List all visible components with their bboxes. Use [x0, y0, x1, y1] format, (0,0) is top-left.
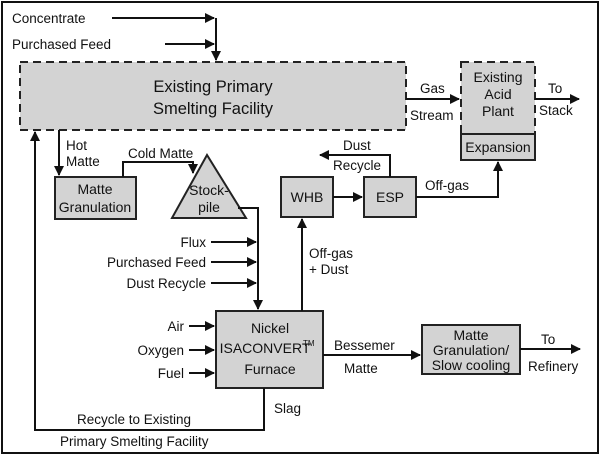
acid-plant-label-3: Plant [482, 103, 514, 119]
gas-stream-label-2: Stream [410, 108, 454, 123]
acid-plant-label-1: Existing [473, 69, 522, 85]
off-gas-dust-label-1: Off-gas [309, 246, 353, 261]
slow-cooling-box [421, 324, 521, 375]
to-stack-label-2: Stack [539, 103, 573, 118]
slow-cooling-label-3: Slow cooling [432, 357, 511, 373]
hot-matte-label-2: Matte [66, 154, 100, 169]
cold-matte-arrow [122, 161, 198, 177]
to-refinery-label-2: Refinery [528, 359, 579, 374]
off-gas-label: Off-gas [425, 178, 469, 193]
recycle-label-1: Recycle to Existing [77, 412, 191, 427]
dust-recycle-label-1: Dust [343, 138, 371, 153]
concentrate-label: Concentrate [12, 11, 86, 26]
dust-recycle-in-label: Dust Recycle [126, 276, 206, 291]
bessemer-matte-label-1: Bessemer [334, 338, 395, 353]
primary-smelting-label-1: Existing Primary [153, 78, 273, 96]
slow-cooling-label-1: Matte [453, 327, 488, 343]
primary-smelting-box [19, 61, 407, 131]
oxygen-label: Oxygen [137, 343, 184, 358]
matte-granulation-box [54, 176, 137, 220]
primary-smelting-label-2: Smelting Facility [153, 100, 274, 118]
expansion-box [460, 133, 536, 161]
matte-granulation-label-1: Matte [77, 181, 112, 197]
air-label: Air [168, 319, 185, 334]
acid-plant-label-2: Acid [484, 86, 511, 102]
purchased-feed-furnace-label: Purchased Feed [107, 255, 206, 270]
stockpile-triangle [170, 153, 248, 219]
isaconvert-furnace-box [215, 310, 324, 389]
recycle-label-2: Primary Smelting Facility [60, 434, 209, 449]
cold-matte-label: Cold Matte [128, 146, 193, 161]
purchased-feed-top-label: Purchased Feed [12, 37, 111, 52]
whb-label: WHB [291, 189, 324, 205]
esp-box [363, 176, 417, 218]
furnace-label-2: ISACONVERT [220, 340, 311, 356]
dust-recycle-arrow [319, 150, 391, 177]
stockpile-label-2: pile [198, 199, 220, 215]
stockpile-to-furnace-arrow [238, 207, 263, 310]
esp-label: ESP [376, 189, 404, 205]
stockpile-label-1: Stock- [189, 182, 229, 198]
whb-box [280, 176, 334, 218]
dust-recycle-label-2: Recycle [333, 158, 381, 173]
matte-granulation-label-2: Granulation [59, 199, 131, 215]
hot-matte-label-1: Hot [66, 138, 87, 153]
expansion-label: Expansion [465, 139, 530, 155]
furnace-label-3: Furnace [244, 361, 296, 377]
slag-label: Slag [274, 401, 301, 416]
esp-off-gas-arrow [416, 161, 503, 198]
gas-stream-label-1: Gas [420, 81, 445, 96]
furnace-tm-mark: TM [303, 339, 315, 348]
to-refinery-label-1: To [541, 332, 555, 347]
to-stack-label-1: To [548, 81, 562, 96]
off-gas-dust-label-2: + Dust [309, 262, 349, 277]
fuel-label: Fuel [158, 366, 184, 381]
slow-cooling-label-2: Granulation/ [433, 342, 509, 358]
slag-recycle-arrow [30, 131, 265, 431]
bessemer-matte-label-2: Matte [344, 361, 378, 376]
furnace-label-1: Nickel [251, 320, 289, 336]
flux-label: Flux [180, 235, 206, 250]
